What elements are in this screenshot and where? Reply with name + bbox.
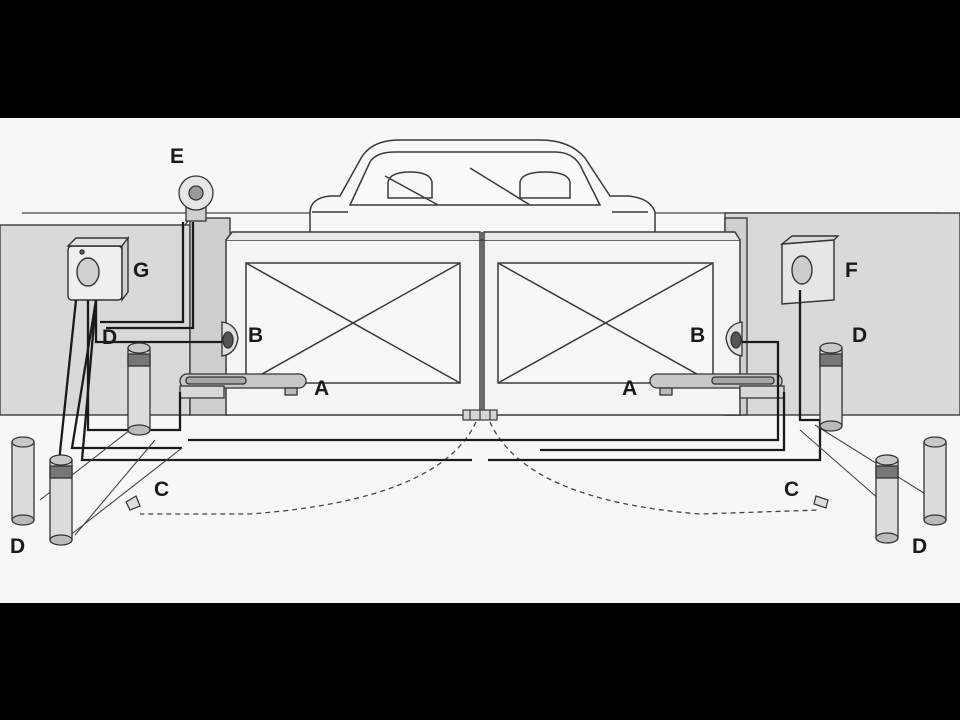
motor-arm-right [649,373,785,399]
post-left-2 [11,436,35,526]
label-g: G [133,259,149,282]
top-letterbox [0,0,960,118]
gate-swing-arcs [140,421,821,515]
label-b-left: B [248,324,263,347]
label-d-left-top: D [102,326,117,349]
post-right-1 [819,342,843,432]
ground-stop-right [813,495,829,509]
flashing-light [178,175,214,222]
label-d-right-bottom: D [912,535,927,558]
label-e: E [170,145,184,168]
control-box [66,235,130,303]
post-left-1 [127,342,151,436]
label-f: F [845,259,858,282]
car [309,139,656,241]
photocell-right [725,321,743,357]
label-a-right: A [622,377,637,400]
post-left-3 [49,454,73,546]
wiring [58,222,822,462]
label-c-left: C [154,478,169,501]
ground-stop-left [125,495,141,511]
key-switch [779,235,840,305]
photocell-left [221,321,239,357]
motor-arm-left [179,373,307,399]
gate-stop [462,409,498,421]
label-d-right-top: D [852,324,867,347]
label-b-right: B [690,324,705,347]
post-right-2 [875,454,899,544]
label-d-left-bottom: D [10,535,25,558]
bottom-letterbox [0,603,960,720]
label-c-right: C [784,478,799,501]
label-a-left: A [314,377,329,400]
post-right-3 [923,436,947,526]
gates [225,231,741,416]
